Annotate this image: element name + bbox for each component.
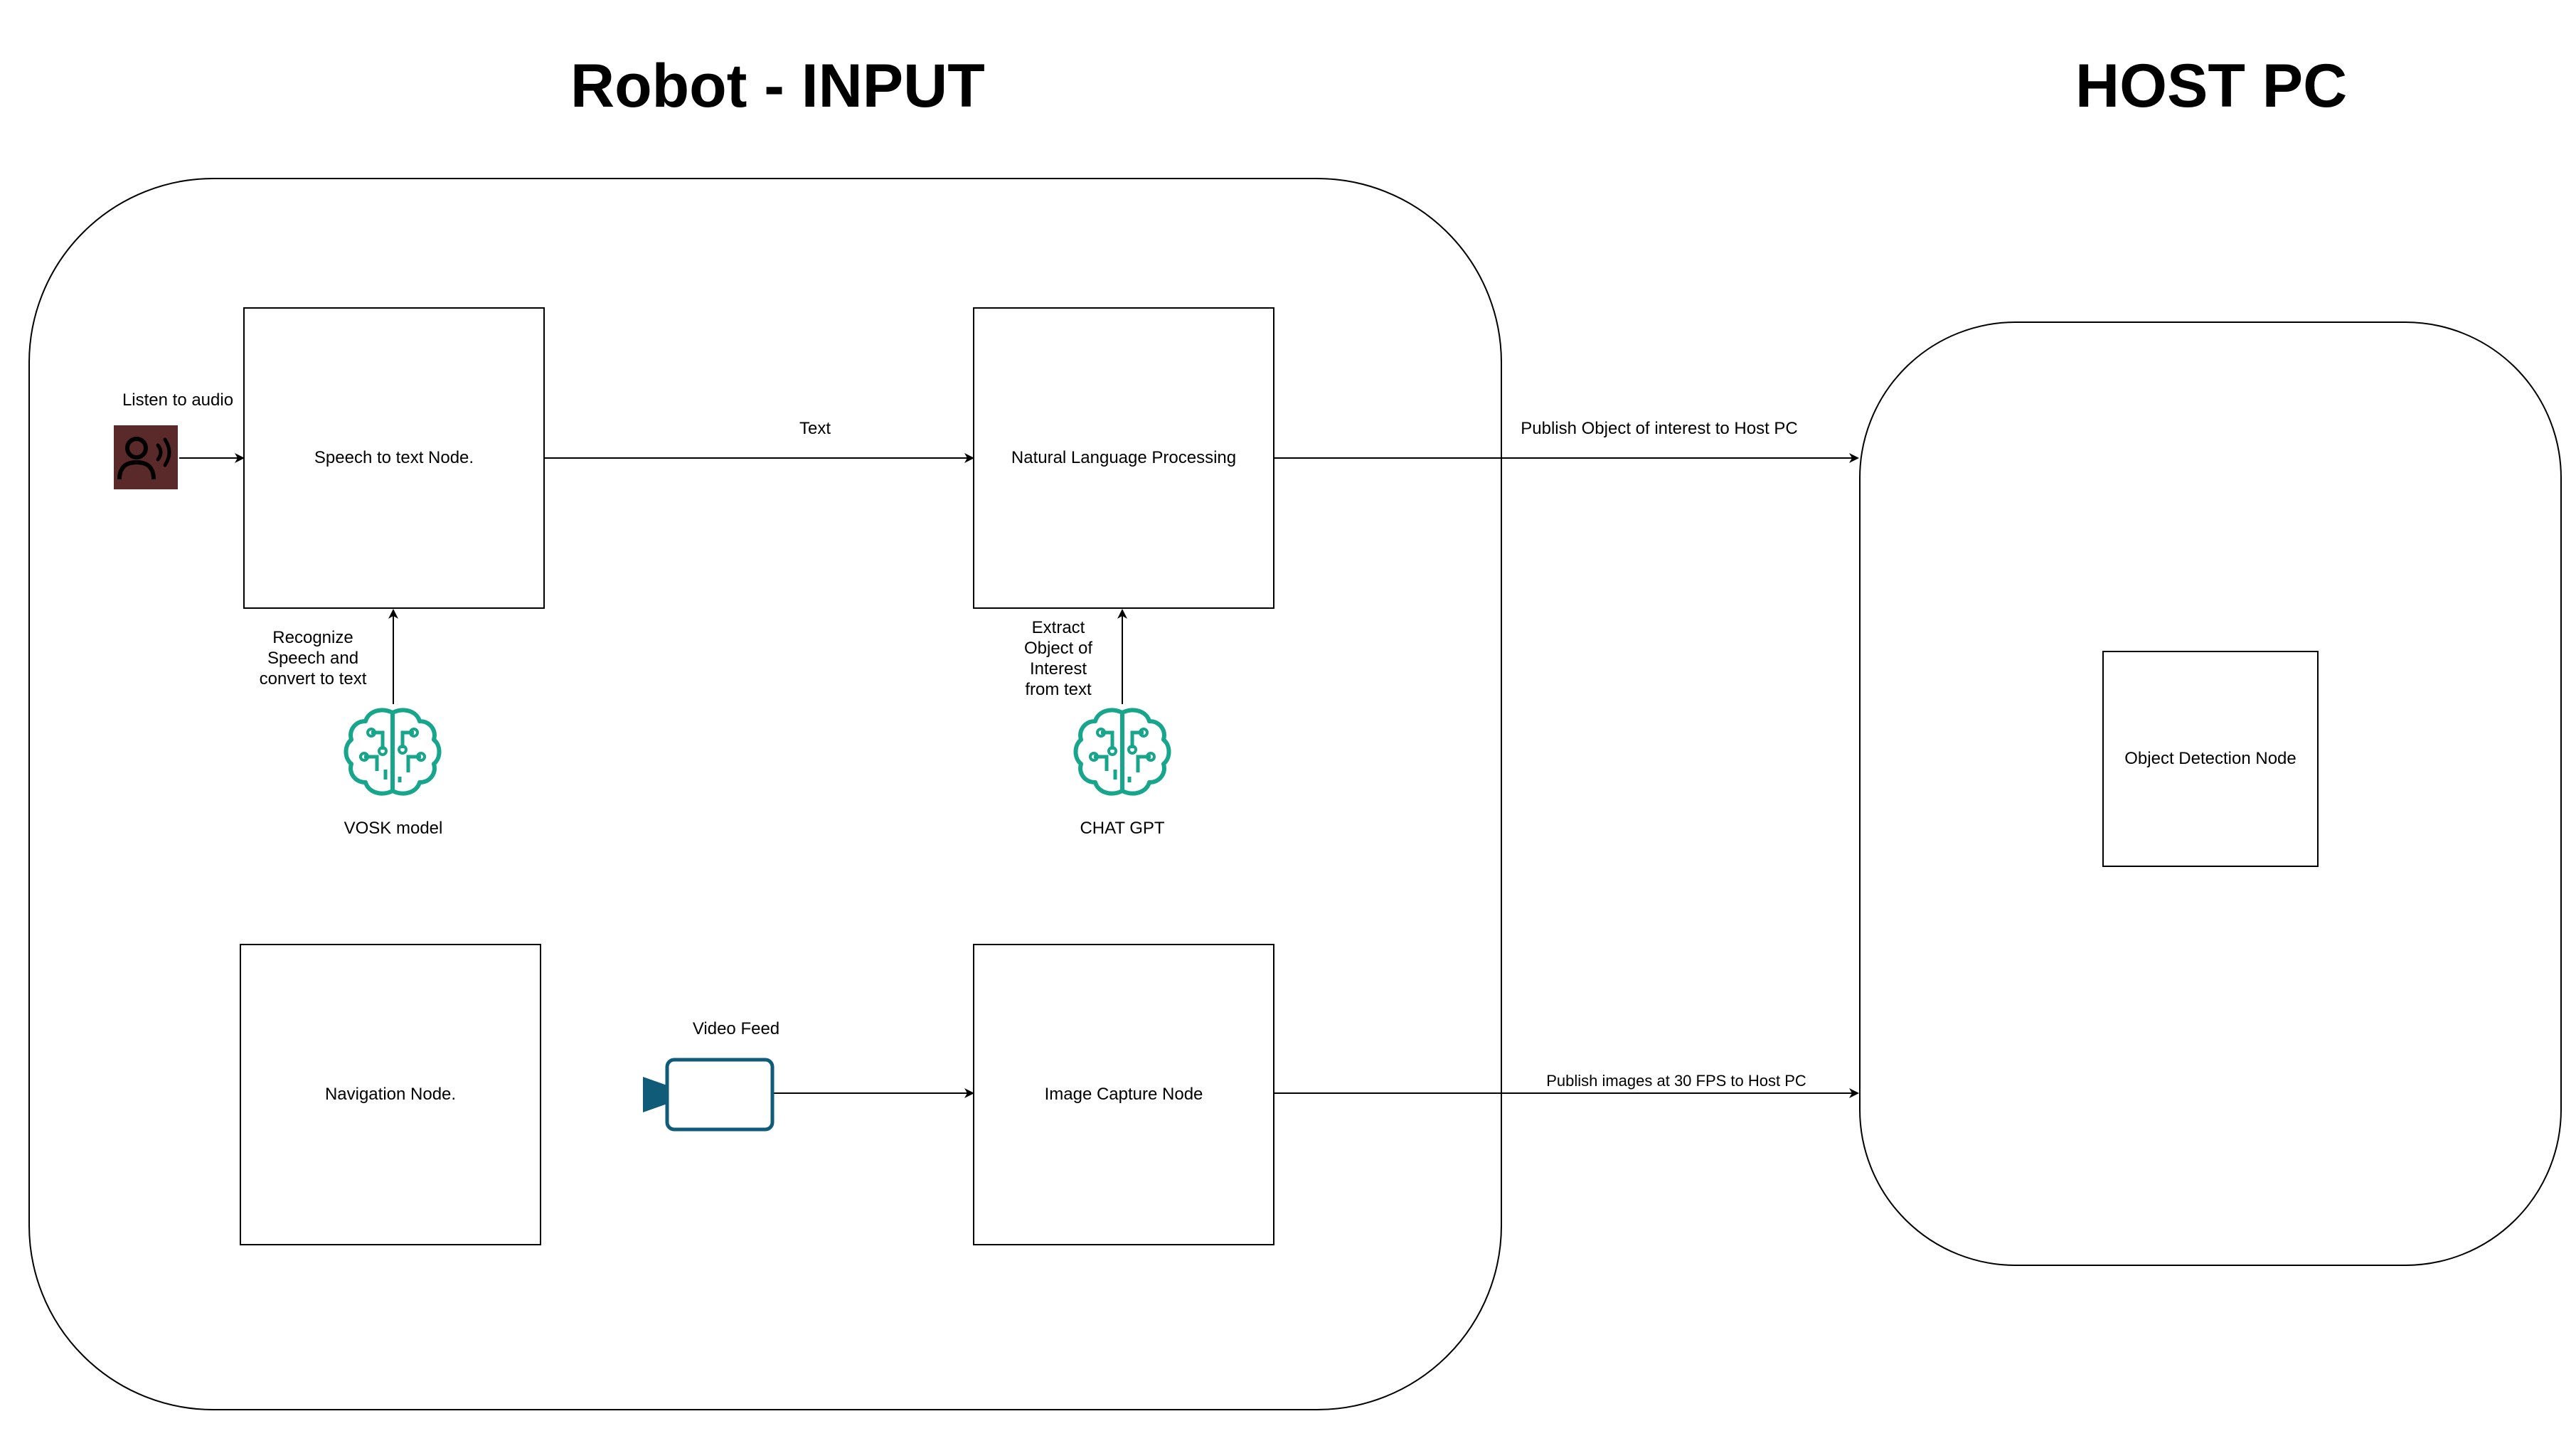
extract-label: Extract Object of Interest from text [1023,618,1093,699]
publish-images-label: Publish images at 30 FPS to Host PC [1546,1072,1806,1090]
robot-input-heading: Robot - INPUT [570,52,985,120]
recognize-label: Recognize Speech and convert to text [259,628,367,688]
listen-audio-label: Listen to audio [122,390,234,410]
chatgpt-label: CHAT GPT [1080,819,1165,838]
nlp-node: Natural Language Processing [973,307,1274,609]
robot-container [28,178,1502,1410]
image-capture-node: Image Capture Node [973,944,1274,1245]
ai-brain-circuit-icon [344,708,442,796]
text-label: Text [799,419,831,438]
video-camera-icon [643,1058,775,1132]
host-pc-container [1859,321,2562,1266]
navigation-node: Navigation Node. [240,944,541,1245]
vosk-model-label: VOSK model [344,819,443,838]
publish-object-label: Publish Object of interest to Host PC [1521,419,1798,438]
object-detection-node: Object Detection Node [2102,651,2319,867]
host-pc-heading: HOST PC [2075,52,2348,120]
speech-to-text-node: Speech to text Node. [243,307,545,609]
speaker-person-icon [114,425,178,489]
ai-brain-circuit-icon [1073,708,1171,796]
video-feed-label: Video Feed [692,1019,780,1038]
